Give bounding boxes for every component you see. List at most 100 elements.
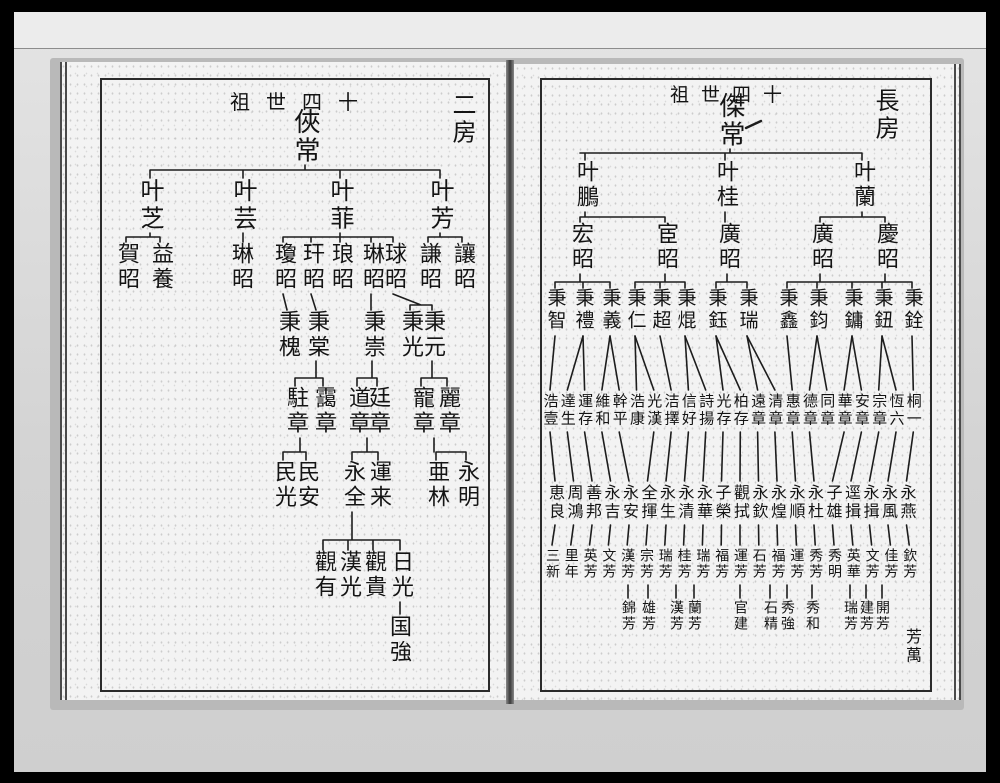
descendant-name: 益養 [148, 242, 173, 293]
descendant-name: 安章 [852, 393, 871, 428]
descendant-name: 宗芳 [638, 548, 654, 581]
descendant-name: 永燕 [897, 484, 917, 521]
left-generation-title: 十四世祖 [230, 90, 374, 114]
right-branch-label: 長房 [871, 88, 899, 144]
descendant-name: 秉銓 [901, 288, 924, 332]
descendant-name: 叶芳 [426, 178, 454, 234]
descendant-name: 子雄 [823, 484, 843, 521]
descendant-name: 石精 [762, 600, 778, 633]
descendant-name: 秉鈺 [705, 288, 728, 332]
descendant-name: 秉槐 [275, 310, 300, 361]
descendant-name: 駐章 [283, 386, 308, 437]
descendant-name: 浩壹 [541, 393, 560, 428]
descendant-name: 秉瑞 [736, 288, 759, 332]
descendant-name: 運来 [366, 460, 391, 511]
descendant-name: 光漢 [645, 393, 664, 428]
descendant-name: 永華 [694, 484, 713, 521]
descendant-name: 秉義 [599, 288, 622, 332]
descendant-name: 信好 [679, 393, 698, 428]
descendant-name: 秉光 [398, 310, 423, 361]
descendant-name: 靄章 [311, 386, 336, 437]
descendant-name: 瑞芳 [656, 548, 673, 581]
descendant-name: 民安 [294, 460, 319, 511]
descendant-name: 福芳 [713, 548, 730, 581]
left-page-rule [100, 78, 489, 80]
descendant-name: 觀拭 [731, 484, 750, 521]
left-page-rule [100, 690, 489, 692]
descendant-name: 日光 [388, 550, 413, 601]
descendant-name: 德章 [801, 393, 819, 428]
descendant-name: 洁擇 [662, 393, 681, 428]
descendant-name: 永全 [340, 460, 365, 511]
descendant-name: 漢芳 [619, 548, 636, 581]
descendant-name: 錦芳 [620, 600, 636, 633]
descendant-name: 瑞芳 [842, 600, 858, 633]
descendant-name: 秉元 [420, 310, 445, 361]
descendant-name: 善邦 [583, 484, 602, 521]
descendant-name: 蘭芳 [686, 600, 702, 633]
descendant-name: 漢光 [336, 550, 361, 601]
right-generation-title: 十四世祖 [670, 84, 795, 106]
left-page-rule [100, 78, 102, 692]
descendant-name: 文芳 [600, 548, 617, 581]
left-page [60, 62, 513, 700]
right-page-note: 芳萬 [903, 628, 922, 665]
descendant-name: 恆六 [887, 393, 906, 428]
descendant-name: 賀昭 [114, 242, 139, 293]
descendant-name: 永煌 [768, 484, 787, 521]
descendant-name: 欽芳 [901, 548, 918, 581]
descendant-name: 玕昭 [299, 242, 324, 293]
descendant-name: 桂芳 [675, 548, 692, 581]
descendant-name: 叶桂 [713, 160, 738, 211]
descendant-name: 国強 [386, 615, 411, 666]
descendant-name: 達生 [558, 393, 577, 428]
descendant-name: 永順 [786, 484, 806, 521]
descendant-name: 瑞芳 [694, 548, 711, 581]
descendant-name: 叶芸 [229, 178, 257, 234]
descendant-name: 秉崇 [360, 310, 385, 361]
descendant-name: 琅昭 [328, 242, 353, 293]
descendant-name: 永生 [657, 484, 676, 521]
descendant-name: 周鴻 [564, 484, 584, 521]
descendant-name: 英芳 [581, 548, 598, 581]
descendant-name: 永明 [454, 460, 479, 511]
scanner-top-band [14, 12, 986, 49]
descendant-name: 讓昭 [450, 242, 475, 293]
right-page-rule [540, 78, 931, 80]
descendant-name: 全揮 [638, 484, 658, 521]
left-branch-label: 二房 [448, 92, 476, 148]
descendant-name: 民光 [271, 460, 296, 511]
descendant-name: 叶菲 [326, 178, 354, 234]
descendant-name: 浩康 [628, 393, 646, 428]
right-page-rule [930, 78, 932, 692]
descendant-name: 逕揖 [842, 484, 861, 521]
descendant-name: 秉智 [544, 288, 567, 332]
descendant-name: 球昭 [381, 242, 406, 293]
descendant-name: 秉焜 [674, 288, 697, 332]
descendant-name: 永清 [675, 484, 695, 521]
left-ancestor-name: 俠常 [290, 108, 320, 166]
descendant-name: 叶鵬 [573, 160, 598, 211]
descendant-name: 運芳 [732, 548, 748, 581]
descendant-name: 詩揚 [697, 393, 716, 428]
descendant-name: 英華 [844, 548, 861, 581]
descendant-name: 文芳 [863, 548, 880, 581]
descendant-name: 永風 [879, 484, 898, 521]
descendant-name: 廣昭 [715, 222, 740, 273]
descendant-name: 石芳 [750, 548, 767, 581]
descendant-name: 琳昭 [359, 242, 384, 293]
descendant-name: 宗章 [870, 393, 889, 428]
right-page-rule [540, 690, 931, 692]
descendant-name: 維和 [593, 393, 612, 428]
descendant-name: 運存 [576, 393, 595, 428]
descendant-name: 秉超 [649, 288, 672, 332]
descendant-name: 秉棠 [304, 310, 329, 361]
descendant-name: 秉仁 [624, 288, 647, 332]
descendant-name: 瓊昭 [271, 242, 296, 293]
descendant-name: 遠章 [749, 393, 768, 428]
descendant-name: 秉鈕 [871, 288, 894, 332]
descendant-name: 永安 [620, 484, 639, 521]
descendant-name: 里年 [562, 548, 579, 581]
descendant-name: 慶昭 [873, 222, 898, 273]
